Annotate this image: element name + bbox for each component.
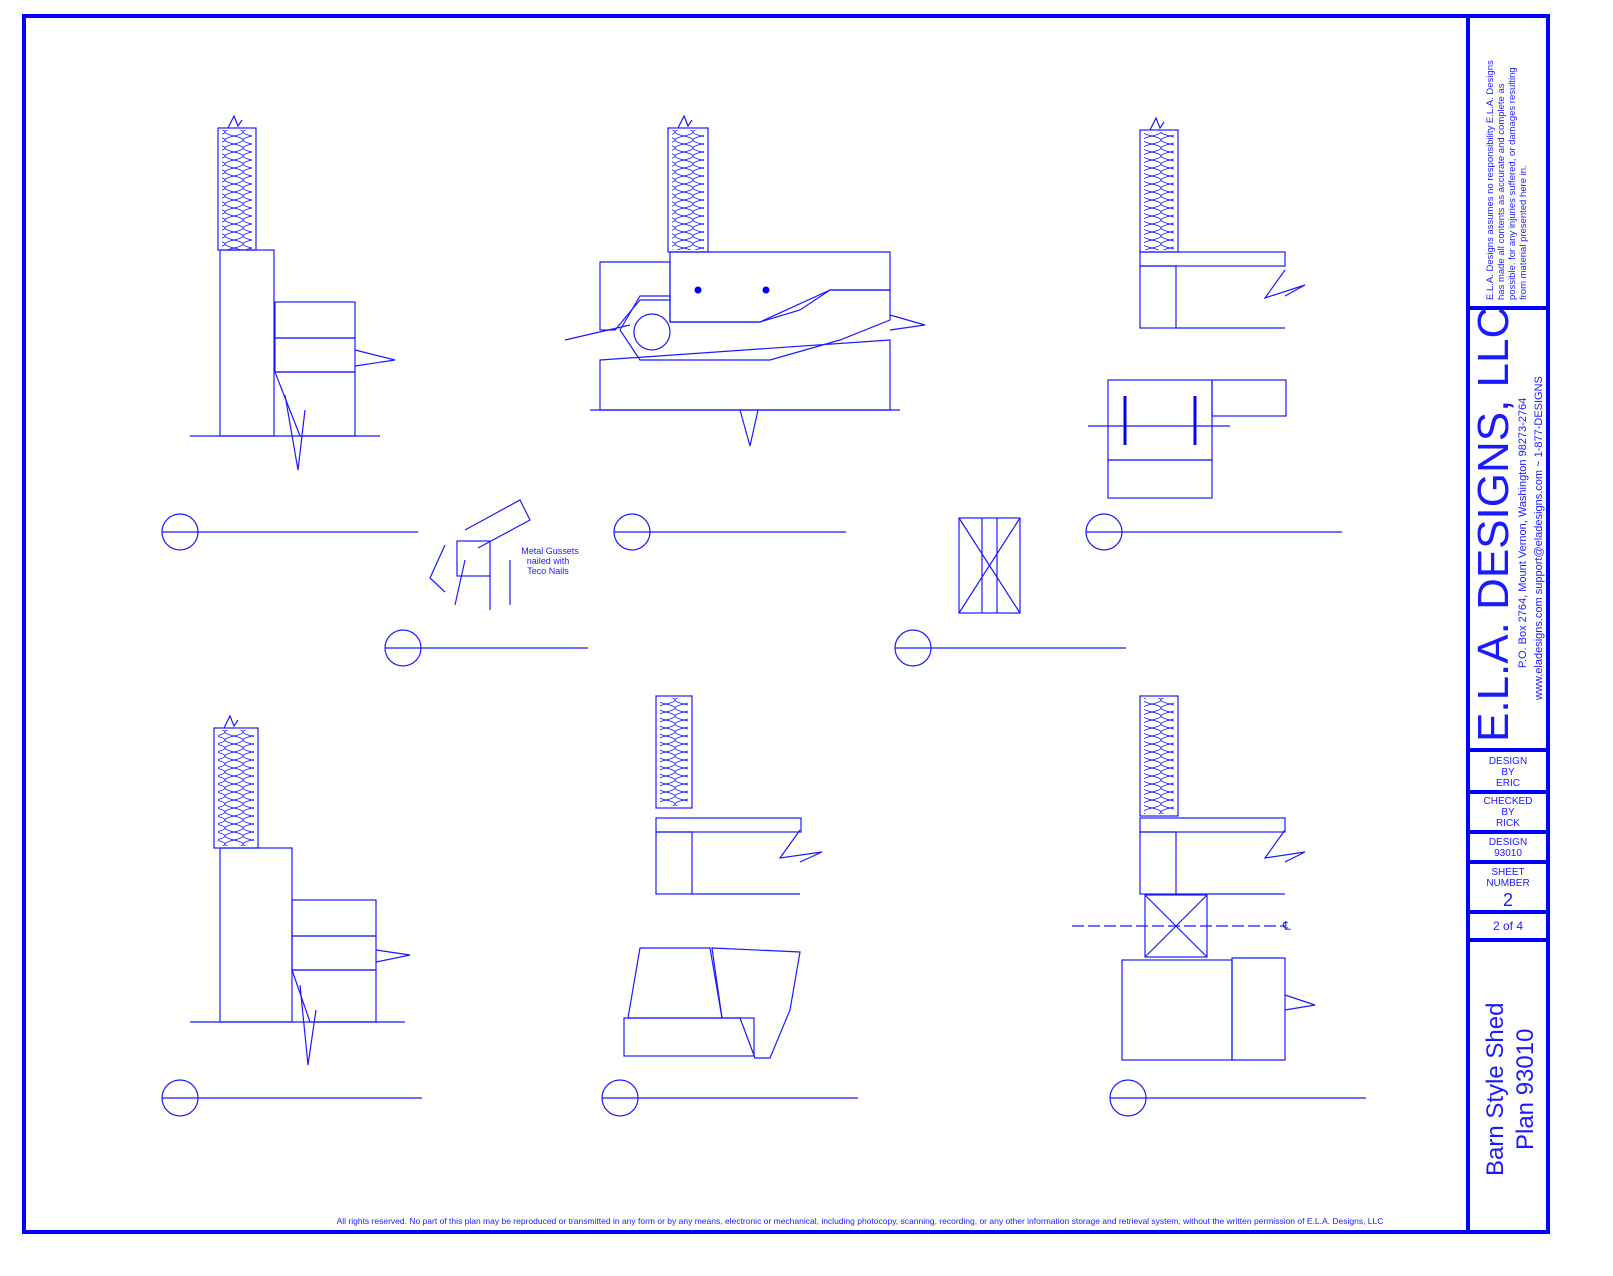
label: BY	[1501, 807, 1515, 818]
detail-marker	[894, 629, 1126, 667]
design-number: 93010	[1494, 848, 1522, 859]
label: DESIGN	[1489, 756, 1527, 767]
disclaimer-line: E.L.A. Designs assumes no responsibility…	[1485, 60, 1496, 300]
detail-metal-gusset: Metal Gussets nailed with Teco Nails	[429, 499, 579, 610]
company-address: P.O. Box 2764, Mount Vernon, Washington …	[1517, 398, 1529, 668]
gusset-note: nailed with	[527, 556, 570, 566]
disclaimer-line: possible. for any injuries suffered, or …	[1507, 67, 1518, 300]
detail-slab-footing-drain	[564, 114, 926, 447]
checker-name: RICK	[1496, 818, 1520, 829]
title-block	[1468, 306, 1548, 942]
detail-floor-joist-pier	[1088, 116, 1306, 499]
project-title: Barn Style Shed	[1482, 1003, 1509, 1176]
design-by-cell: DESIGN BY ERIC	[1489, 756, 1527, 789]
sheet-number-cell: SHEET NUMBER 2	[1486, 867, 1529, 910]
company-contact: www.eladesigns.com support@eladesigns.co…	[1533, 376, 1545, 701]
gusset-note: Metal Gussets	[521, 546, 579, 556]
disclaimer-line: has made all contents as accurate and co…	[1496, 83, 1507, 300]
company-name: E.L.A. DESIGNS, LLC	[1469, 307, 1518, 742]
detail-marker	[1109, 1079, 1366, 1117]
project-plan: Plan 93010	[1512, 1029, 1539, 1150]
detail-markers	[161, 513, 1366, 1117]
label: SHEET	[1491, 867, 1524, 878]
gusset-note: Teco Nails	[527, 566, 569, 576]
checked-by-cell: CHECKED BY RICK	[1484, 796, 1533, 829]
detail-marker	[1085, 513, 1342, 551]
label: DESIGN	[1489, 837, 1527, 848]
label: BY	[1501, 767, 1515, 778]
centerline-symbol: ℄	[1282, 919, 1291, 933]
detail-beam-on-gravel: ℄	[1072, 695, 1316, 1061]
detail-stem-wall-foundation	[190, 114, 396, 471]
detail-marker	[161, 1079, 422, 1117]
detail-pier-footing	[623, 695, 823, 1059]
label: CHECKED	[1484, 796, 1533, 807]
detail-block-foundation	[190, 714, 411, 1066]
disclaimer-line: from material presented here in.	[1518, 165, 1529, 300]
sheet-border	[22, 14, 1550, 1234]
detail-marker	[161, 513, 418, 551]
design-number-cell: DESIGN 93010	[1489, 837, 1527, 859]
label: NUMBER	[1486, 878, 1529, 889]
sheet-count: 2 of 4	[1493, 919, 1523, 933]
disclaimer: E.L.A. Designs assumes no responsibility…	[1485, 60, 1529, 300]
copyright-footer: All rights reserved. No part of this pla…	[337, 1216, 1384, 1226]
detail-marker	[601, 1079, 858, 1117]
detail-marker	[613, 513, 846, 551]
sheet-number: 2	[1503, 890, 1513, 910]
designer-name: ERIC	[1496, 778, 1520, 789]
detail-marker	[384, 629, 588, 667]
detail-post-section	[958, 517, 1021, 614]
